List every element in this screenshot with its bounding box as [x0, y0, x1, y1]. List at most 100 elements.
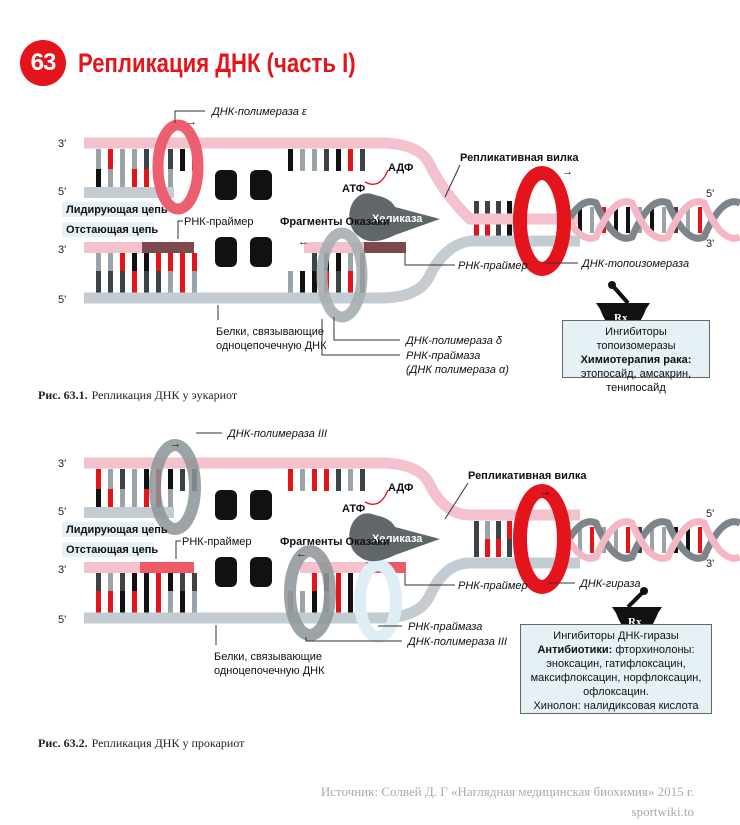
- base-pair-top: [312, 149, 317, 171]
- ssb-protein-group: [215, 490, 272, 587]
- base-pair-top: [168, 149, 173, 171]
- polymerase-delta-ring: [316, 227, 368, 323]
- polymerase-leading-label: ДНК-полимераза ε: [210, 106, 307, 118]
- base-pair-top: [144, 149, 149, 171]
- double-helix: [556, 198, 740, 242]
- end-3-top: 3': [58, 138, 66, 150]
- box-line: тенипосайд: [606, 382, 666, 394]
- figure-prokaryote-replication: → ← → Хеликаза АДФ АТФ 3' 5' 3' 5' 5' 3'…: [58, 428, 740, 677]
- base-pair-fork: [474, 539, 479, 557]
- polymerase-lagging-label: ДНК-полимераза III: [406, 636, 507, 648]
- ssb-protein: [250, 170, 272, 200]
- box-line: эноксацин, гатифлоксацин,: [546, 658, 686, 670]
- gyrase-ring: [513, 484, 571, 594]
- gyrase-inhibitors-box: Ингибиторы ДНК-гиразы Антибиотики: фторх…: [520, 624, 712, 714]
- helix-strand-pink: [556, 518, 740, 562]
- okazaki-label: Фрагменты Оказаки: [280, 216, 390, 228]
- helix-base-pair: [626, 527, 630, 553]
- base-pair-bottom-paired: [336, 253, 341, 271]
- lagging-new-strand-2: [304, 242, 364, 253]
- base-pair-top: [180, 149, 185, 171]
- base-pair-top-paired: [168, 169, 173, 187]
- figure-1-caption: Рис. 63.1.Репликация ДНК у эукариот: [38, 388, 237, 403]
- base-pair-bottom-paired: [192, 253, 197, 271]
- helicase-shape: [349, 193, 440, 242]
- primase-label-line2: (ДНК полимераза α): [406, 364, 509, 376]
- source-credit: Источник: Солвей Д. Г «Наглядная медицин…: [321, 782, 694, 822]
- base-pair-top-paired: [108, 169, 113, 187]
- base-pair-bottom-paired: [144, 253, 149, 271]
- polymerase-iii-leading-ring: [149, 439, 201, 535]
- end-3-bottom: 3': [58, 564, 66, 576]
- leading-strand-label: Лидирующая цепь: [66, 524, 168, 536]
- base-pair-fork: [496, 201, 501, 219]
- base-pair-fork: [507, 201, 512, 219]
- helix-strand-pink: [556, 198, 740, 242]
- base-pair-bottom-paired: [180, 573, 185, 591]
- fork-label: Репликативная вилка: [460, 152, 579, 164]
- base-pair-bottom-paired: [168, 573, 173, 591]
- box-line: Хинолон: налидиксовая кислота: [533, 700, 699, 712]
- helix-base-pair: [662, 527, 666, 553]
- base-pair-bottom-paired: [312, 253, 317, 271]
- ssb-protein: [250, 490, 272, 520]
- box-line: Ингибиторы топоизомеразы: [596, 326, 676, 352]
- base-pair-top: [144, 469, 149, 491]
- base-pair-top-paired: [120, 169, 125, 187]
- helix-strand-grey: [556, 518, 740, 562]
- base-pair-bottom: [168, 591, 173, 613]
- caption-text: Репликация ДНК у прокариот: [91, 736, 245, 750]
- base-pair-top: [300, 469, 305, 491]
- base-pair-bottom-paired: [156, 573, 161, 591]
- box-line-bold: Химиотерапия рака:: [580, 354, 692, 366]
- atp-label: АТФ: [342, 503, 365, 515]
- base-pair-top: [324, 149, 329, 171]
- helix-base-pair: [614, 527, 618, 553]
- leading-new-strand: [84, 507, 174, 518]
- base-pair-bottom: [348, 591, 353, 613]
- base-pair-fork: [485, 219, 490, 237]
- helix-base-pair: [626, 207, 630, 233]
- base-pair-top-paired: [120, 489, 125, 507]
- helix-end-3: 3': [706, 558, 714, 570]
- box-line: офлоксацин.: [583, 686, 649, 698]
- topoisomerase-label: ДНК-топоизомераза: [580, 258, 689, 270]
- base-pair-bottom: [120, 271, 125, 293]
- base-pair-top: [348, 149, 353, 171]
- base-pair-top-paired: [96, 169, 101, 187]
- base-pair-bottom: [144, 271, 149, 293]
- base-pair-top-paired: [168, 489, 173, 507]
- base-pair-bottom: [168, 271, 173, 293]
- base-pair-fork: [507, 539, 512, 557]
- rna-primer-right-label: РНК-праймер: [458, 580, 528, 592]
- base-pair-bottom: [108, 591, 113, 613]
- base-pair-bottom: [336, 271, 341, 293]
- rna-primer-1: [142, 242, 194, 253]
- base-pair-top: [132, 149, 137, 171]
- primase-ring: [354, 559, 402, 643]
- fork-label: Репликативная вилка: [468, 470, 587, 482]
- end-5-top: 5': [58, 506, 66, 518]
- base-pair-bottom-paired: [120, 573, 125, 591]
- lagging-new-strand-1: [84, 242, 154, 253]
- ssb-protein: [215, 237, 237, 267]
- caption-number: Рис. 63.2.: [38, 736, 88, 750]
- helix-base-pair: [698, 207, 702, 233]
- page-title: Репликация ДНК (часть I): [78, 47, 356, 78]
- base-pair-bottom: [312, 271, 317, 293]
- atp-adp-arrow: [364, 169, 389, 185]
- top-parent-strand: [84, 137, 580, 225]
- base-pair-bottom: [300, 591, 305, 613]
- end-5-bottom: 5': [58, 294, 66, 306]
- base-pair-bottom: [96, 591, 101, 613]
- double-helix: [556, 518, 740, 562]
- base-pair-bottom: [120, 591, 125, 613]
- base-pair-top-paired: [96, 489, 101, 507]
- direction-arrow-topo: →: [562, 166, 573, 178]
- base-pair-bottom: [96, 271, 101, 293]
- end-5-bottom: 5': [58, 614, 66, 626]
- base-pair-bottom: [336, 591, 341, 613]
- box-line-rest: фторхинолоны:: [612, 644, 695, 656]
- helix-base-pair: [686, 207, 690, 233]
- base-pair-top: [288, 149, 293, 171]
